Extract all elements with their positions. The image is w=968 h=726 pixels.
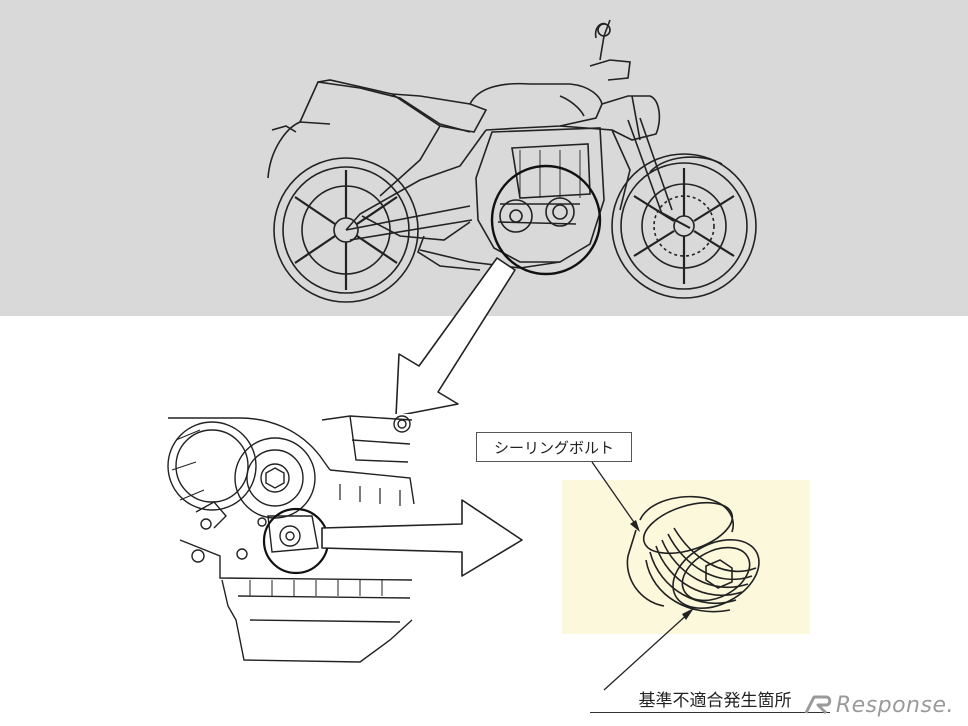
sealing-bolt-illustration bbox=[626, 495, 760, 613]
leader-lines bbox=[591, 461, 694, 691]
callout-arrow-1 bbox=[395, 257, 516, 417]
response-logo-icon bbox=[804, 695, 832, 715]
failure-location-label: 基準不適合発生箇所 bbox=[638, 691, 792, 711]
watermark-text: Response. bbox=[835, 692, 954, 718]
front-wheel bbox=[611, 153, 757, 299]
motorcycle-illustration bbox=[267, 19, 757, 303]
response-watermark: Response. bbox=[804, 690, 954, 720]
rear-wheel bbox=[273, 157, 419, 303]
callout-arrow-2 bbox=[321, 499, 523, 577]
part-name-label: シーリングボルト bbox=[476, 432, 632, 462]
part-highlight-panel bbox=[562, 480, 810, 634]
failure-label-underline bbox=[590, 712, 830, 713]
